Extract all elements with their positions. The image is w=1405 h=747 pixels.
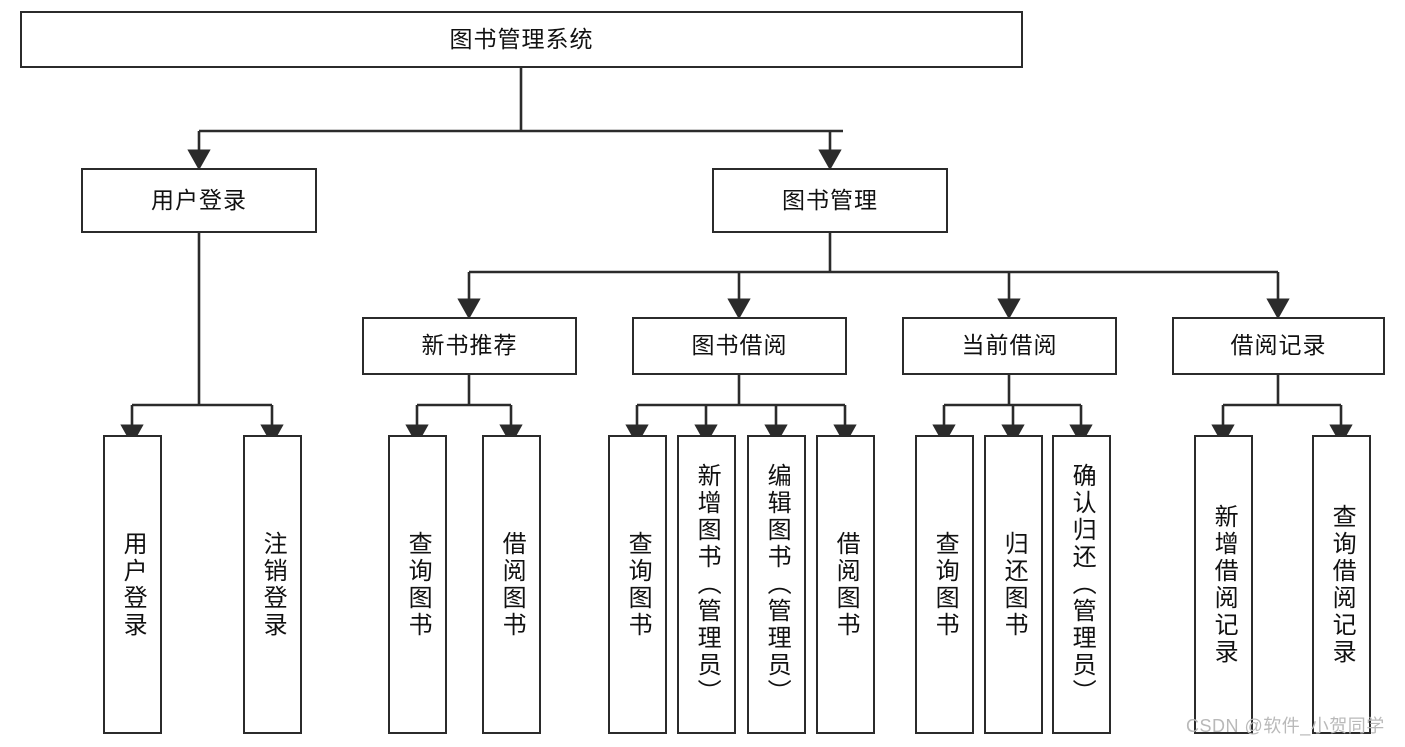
leaf-record-query-label: 查询借阅记录 bbox=[1328, 503, 1356, 666]
leaf-record-query[interactable]: 查询借阅记录 bbox=[1312, 435, 1371, 734]
node-new-book-recommend[interactable]: 新书推荐 bbox=[362, 317, 577, 375]
leaf-record-add-label: 新增借阅记录 bbox=[1210, 503, 1238, 666]
leaf-borrow-edit-book[interactable]: 编辑图书（管理员） bbox=[747, 435, 806, 734]
leaf-current-return-book-label: 归还图书 bbox=[1000, 530, 1028, 639]
leaf-current-confirm-return-label: 确认归还（管理员） bbox=[1068, 463, 1096, 706]
leaf-user-login-logout-label: 注销登录 bbox=[259, 530, 287, 639]
leaf-user-login-login[interactable]: 用户登录 bbox=[103, 435, 162, 734]
node-current-borrow-label: 当前借阅 bbox=[961, 332, 1058, 359]
leaf-borrow-add-book-label: 新增图书（管理员） bbox=[693, 463, 721, 706]
node-book-borrow[interactable]: 图书借阅 bbox=[632, 317, 847, 375]
leaf-user-login-logout[interactable]: 注销登录 bbox=[243, 435, 302, 734]
leaf-current-query-book-label: 查询图书 bbox=[931, 530, 959, 639]
leaf-borrow-add-book[interactable]: 新增图书（管理员） bbox=[677, 435, 736, 734]
leaf-new-book-borrow[interactable]: 借阅图书 bbox=[482, 435, 541, 734]
leaf-current-return-book[interactable]: 归还图书 bbox=[984, 435, 1043, 734]
node-root[interactable]: 图书管理系统 bbox=[20, 11, 1023, 68]
node-book-borrow-label: 图书借阅 bbox=[691, 332, 788, 359]
leaf-borrow-query-book-label: 查询图书 bbox=[624, 530, 652, 639]
node-book-management-label: 图书管理 bbox=[782, 186, 878, 213]
leaf-borrow-borrow-book[interactable]: 借阅图书 bbox=[816, 435, 875, 734]
node-user-login[interactable]: 用户登录 bbox=[81, 168, 317, 233]
leaf-current-query-book[interactable]: 查询图书 bbox=[915, 435, 974, 734]
leaf-current-confirm-return[interactable]: 确认归还（管理员） bbox=[1052, 435, 1111, 734]
leaf-borrow-query-book[interactable]: 查询图书 bbox=[608, 435, 667, 734]
node-root-label: 图书管理系统 bbox=[449, 25, 594, 52]
watermark: CSDN @软件_小贺同学 bbox=[1186, 716, 1385, 736]
leaf-new-book-borrow-label: 借阅图书 bbox=[498, 530, 526, 639]
leaf-record-add[interactable]: 新增借阅记录 bbox=[1194, 435, 1253, 734]
leaf-user-login-login-label: 用户登录 bbox=[119, 530, 147, 639]
node-borrow-record[interactable]: 借阅记录 bbox=[1172, 317, 1385, 375]
node-book-management[interactable]: 图书管理 bbox=[712, 168, 948, 233]
leaf-new-book-query-label: 查询图书 bbox=[404, 530, 432, 639]
node-current-borrow[interactable]: 当前借阅 bbox=[902, 317, 1117, 375]
node-borrow-record-label: 借阅记录 bbox=[1230, 332, 1327, 359]
node-new-book-recommend-label: 新书推荐 bbox=[421, 332, 518, 359]
leaf-new-book-query[interactable]: 查询图书 bbox=[388, 435, 447, 734]
leaf-borrow-borrow-book-label: 借阅图书 bbox=[832, 530, 860, 639]
node-user-login-label: 用户登录 bbox=[151, 186, 247, 213]
leaf-borrow-edit-book-label: 编辑图书（管理员） bbox=[763, 463, 791, 706]
